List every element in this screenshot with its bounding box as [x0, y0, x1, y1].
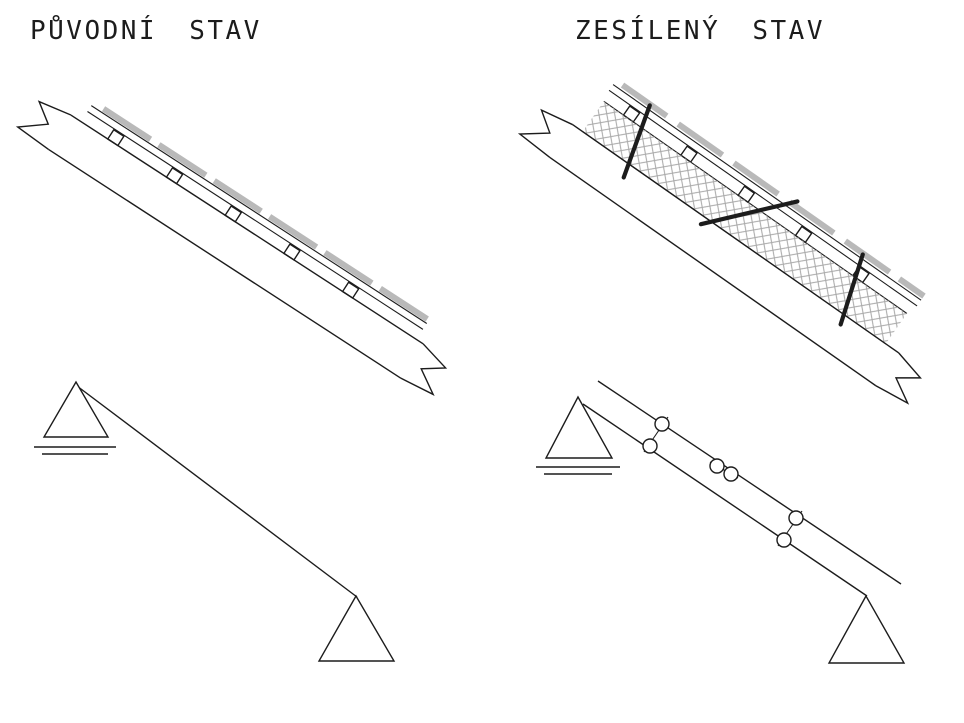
shear-connector-pair: [709, 458, 739, 482]
tile-bar: [897, 276, 926, 299]
rafter-beam: [15, 100, 448, 396]
rafter-bottom-edge: [48, 148, 402, 379]
pinned-support-triangle: [544, 395, 614, 459]
rafter-top-edge: [70, 114, 424, 345]
connector-dowel: [788, 510, 804, 526]
shear-connector-pair: [642, 416, 670, 454]
insulation-layer: [582, 100, 908, 345]
screw-bolt: [621, 103, 652, 180]
batten: [224, 205, 243, 223]
reinforcement-screws: [621, 103, 865, 327]
tile-bar: [157, 142, 208, 178]
support-ground-lines: [34, 446, 116, 455]
screw-bolt: [838, 252, 865, 327]
tile-bar: [620, 82, 669, 119]
tile-bar: [732, 160, 780, 197]
pinned-support-triangle: [42, 380, 110, 438]
tile-bar: [267, 214, 319, 250]
batten: [341, 281, 360, 300]
lath-line: [608, 89, 918, 307]
break-mark-right: [400, 343, 448, 396]
support-triangle: [317, 594, 396, 662]
beam-line: [76, 385, 358, 598]
right-diagram-title: ZESÍLENÝ STAV: [575, 16, 825, 46]
tile-bar: [676, 121, 725, 158]
insulation-crosshatch: [582, 101, 907, 344]
connector-dowel: [723, 466, 739, 482]
left-rafter-detail: [15, 100, 448, 396]
beam-top-line: [597, 380, 902, 585]
screw-bolt: [698, 199, 800, 227]
lath-line: [87, 111, 424, 330]
break-mark-right: [875, 352, 922, 405]
batten: [282, 243, 301, 261]
batten: [106, 128, 125, 147]
tile-bar: [787, 199, 836, 236]
tile-bar: [101, 106, 153, 142]
connector-dowel: [654, 416, 670, 432]
lath-line: [612, 84, 922, 301]
beam-bottom-line: [582, 403, 868, 597]
tile-bar: [212, 178, 263, 214]
connector-dowel: [709, 458, 725, 474]
support-ground-lines: [536, 466, 620, 475]
break-mark-left: [15, 100, 72, 150]
connector-dowel: [776, 532, 792, 548]
right-static-scheme: [536, 380, 906, 664]
support-triangle: [827, 594, 906, 664]
tile-bar: [843, 238, 892, 275]
rafter-bottom-edge: [549, 156, 877, 387]
connector-dowel: [642, 438, 658, 454]
counter-battens: [622, 105, 870, 284]
rafter-top-edge: [572, 124, 900, 354]
tile-bar: [378, 286, 429, 322]
roof-laths: [87, 105, 428, 330]
lath-line: [90, 105, 428, 324]
left-diagram-title: PŮVODNÍ STAV: [30, 16, 262, 46]
right-rafter-detail: [517, 82, 926, 405]
roof-tile-battens: [620, 82, 926, 299]
batten: [165, 166, 184, 185]
roof-tile-battens: [101, 106, 429, 322]
shear-connector-pair: [776, 510, 804, 548]
tile-bar: [323, 250, 374, 286]
roof-laths: [608, 84, 922, 307]
counter-battens: [106, 128, 360, 300]
break-mark-left: [517, 108, 574, 159]
left-static-scheme: [34, 380, 396, 662]
